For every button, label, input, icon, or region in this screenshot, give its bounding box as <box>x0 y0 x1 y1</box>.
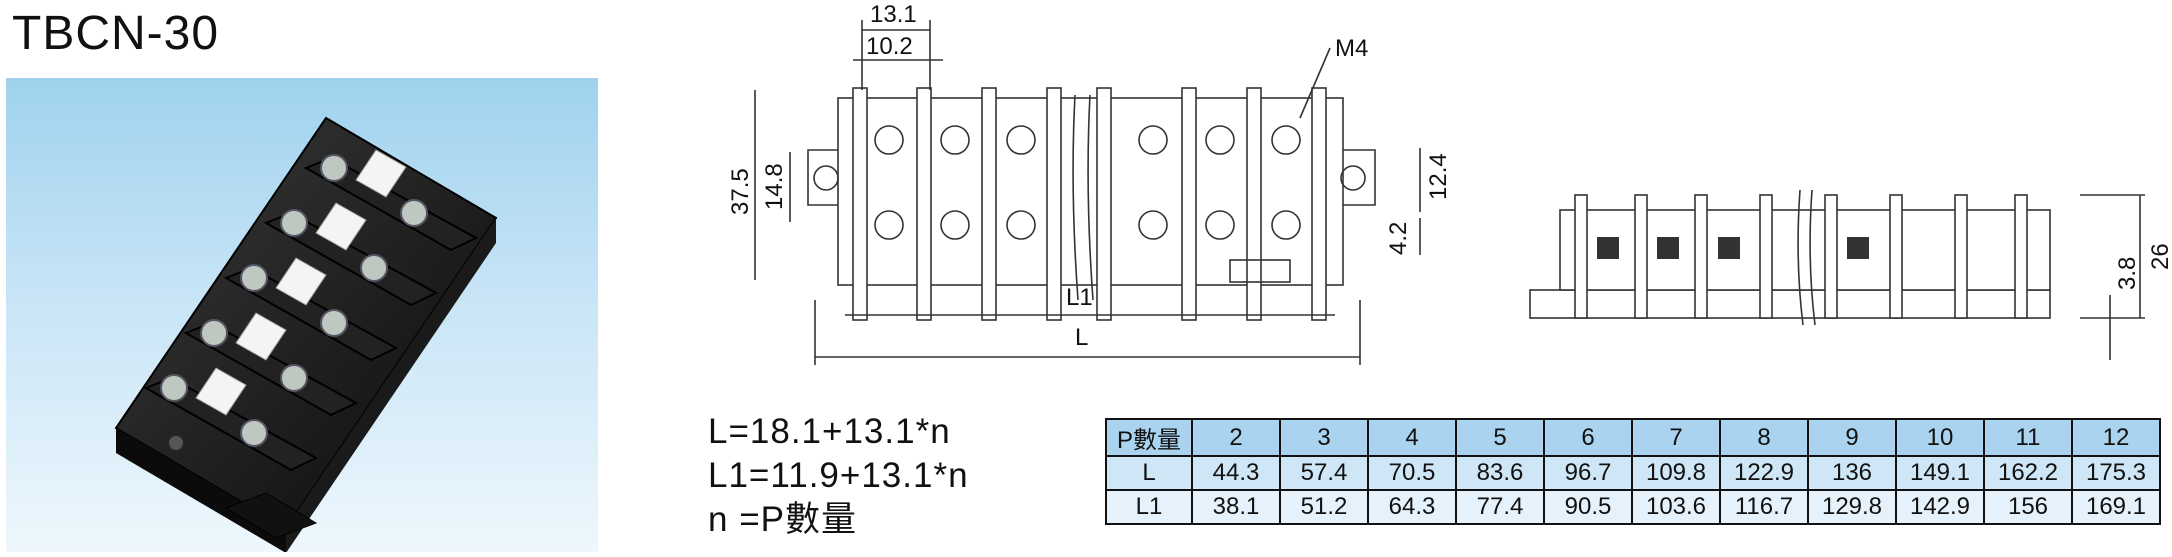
table-cell: 136 <box>1807 455 1897 491</box>
table-header-cell: 9 <box>1807 418 1897 457</box>
dim-width-label: 10.2 <box>866 33 913 60</box>
table-cell: 103.6 <box>1631 489 1721 525</box>
table-cell: 44.3 <box>1191 455 1281 491</box>
table-header-cell: 3 <box>1279 418 1369 457</box>
table-cell: 129.8 <box>1807 489 1897 525</box>
dim-total-height-label: 26 <box>2147 243 2172 270</box>
table-row: L1 38.1 51.2 64.3 77.4 90.5 103.6 116.7 … <box>1105 489 2161 525</box>
dim-l1-label: L1 <box>1066 284 1093 311</box>
formula-l1: L1=11.9+13.1*n <box>708 456 969 495</box>
dimension-table: P數量 2 3 4 5 6 7 8 9 10 11 12 L 44.3 57.4… <box>1105 418 2161 525</box>
table-cell: 96.7 <box>1543 455 1633 491</box>
dim-right-spacing-label: 12.4 <box>1425 153 1452 200</box>
table-cell: 57.4 <box>1279 455 1369 491</box>
dim-hole-label: 4.2 <box>1385 222 1412 255</box>
table-cell: 109.8 <box>1631 455 1721 491</box>
table-cell: 70.5 <box>1367 455 1457 491</box>
table-cell: 83.6 <box>1455 455 1545 491</box>
table-cell: 51.2 <box>1279 489 1369 525</box>
table-cell: 77.4 <box>1455 489 1545 525</box>
table-row: L 44.3 57.4 70.5 83.6 96.7 109.8 122.9 1… <box>1105 455 2161 491</box>
table-header-cell: 6 <box>1543 418 1633 457</box>
table-cell: 156 <box>1983 489 2073 525</box>
table-header-cell: P數量 <box>1105 418 1193 457</box>
table-cell: L <box>1105 455 1193 491</box>
table-cell: 175.3 <box>2071 455 2161 491</box>
table-cell: 122.9 <box>1719 455 1809 491</box>
dim-pitch-label: 13.1 <box>870 1 917 28</box>
table-header-cell: 10 <box>1895 418 1985 457</box>
table-header-row: P數量 2 3 4 5 6 7 8 9 10 11 12 <box>1105 418 2161 457</box>
table-header-cell: 11 <box>1983 418 2073 457</box>
table-header-cell: 4 <box>1367 418 1457 457</box>
formula-n: n =P數量 <box>708 500 857 539</box>
table-cell: L1 <box>1105 489 1193 525</box>
dim-screw-label: M4 <box>1335 35 1368 62</box>
table-cell: 90.5 <box>1543 489 1633 525</box>
dim-height-label: 37.5 <box>727 168 754 215</box>
dim-l-label: L <box>1075 324 1088 351</box>
table-cell: 38.1 <box>1191 489 1281 525</box>
table-cell: 169.1 <box>2071 489 2161 525</box>
table-header-cell: 5 <box>1455 418 1545 457</box>
length-formulas: L=18.1+13.1*n L1=11.9+13.1*n n =P數量 <box>708 410 969 542</box>
table-header-cell: 8 <box>1719 418 1809 457</box>
table-header-cell: 12 <box>2071 418 2161 457</box>
table-cell: 142.9 <box>1895 489 1985 525</box>
table-cell: 116.7 <box>1719 489 1809 525</box>
table-header-cell: 7 <box>1631 418 1721 457</box>
product-photo <box>6 78 598 552</box>
formula-l: L=18.1+13.1*n <box>708 412 951 451</box>
table-header-cell: 2 <box>1191 418 1281 457</box>
table-cell: 64.3 <box>1367 489 1457 525</box>
product-title: TBCN-30 <box>12 7 220 60</box>
dim-mount-spacing-label: 14.8 <box>761 163 788 210</box>
table-cell: 149.1 <box>1895 455 1985 491</box>
table-cell: 162.2 <box>1983 455 2073 491</box>
dim-base-label: 3.8 <box>2114 257 2141 290</box>
